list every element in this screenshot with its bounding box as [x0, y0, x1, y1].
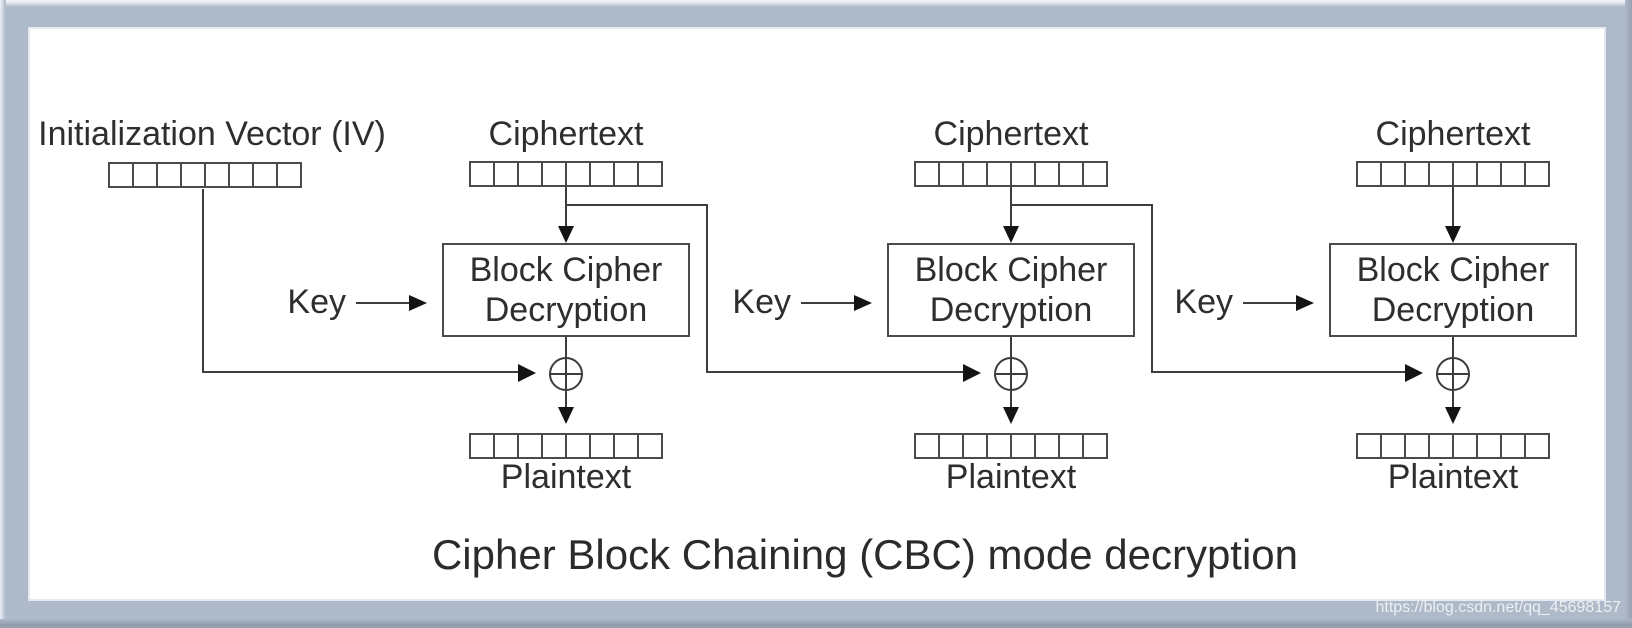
cell: [517, 163, 541, 185]
frame-bevel-top: [0, 0, 1632, 7]
cell: [916, 435, 938, 457]
cell: [180, 164, 204, 186]
iv-label: Initialization Vector (IV): [38, 115, 386, 153]
box1-line1: Block Cipher: [469, 251, 663, 289]
frame-bevel-left: [0, 0, 6, 628]
cell: [1404, 163, 1428, 185]
plaintext2-block: [914, 433, 1108, 459]
plaintext3-block: [1356, 433, 1550, 459]
cell: [132, 164, 156, 186]
ciphertext1-label: Ciphertext: [488, 115, 644, 153]
ciphertext3-block: [1356, 161, 1550, 187]
cell: [589, 163, 613, 185]
frame-bevel-bottom: [0, 619, 1632, 628]
cell: [1524, 435, 1548, 457]
ciphertext2-block: [914, 161, 1108, 187]
cell: [1428, 163, 1452, 185]
cell: [589, 435, 613, 457]
cell: [252, 164, 276, 186]
cell: [204, 164, 228, 186]
cell: [1524, 163, 1548, 185]
key3-label: Key: [1174, 283, 1233, 321]
cell: [1058, 163, 1082, 185]
cell: [1034, 435, 1058, 457]
box1-line2: Decryption: [484, 291, 648, 329]
cell: [1082, 435, 1106, 457]
cell: [493, 163, 517, 185]
cell: [1082, 163, 1106, 185]
cell: [1500, 163, 1524, 185]
cell: [1010, 163, 1034, 185]
cell: [916, 163, 938, 185]
cell: [962, 435, 986, 457]
block-cipher-decryption-box-1: Block Cipher Decryption: [442, 243, 690, 337]
box2-line1: Block Cipher: [914, 251, 1108, 289]
cell: [1476, 435, 1500, 457]
block-cipher-decryption-box-3: Block Cipher Decryption: [1329, 243, 1577, 337]
box3-line2: Decryption: [1371, 291, 1535, 329]
cell: [962, 163, 986, 185]
watermark-url: https://blog.csdn.net/qq_45698157: [1375, 599, 1621, 616]
cell: [938, 435, 962, 457]
cell: [276, 164, 300, 186]
cell: [613, 163, 637, 185]
cell: [471, 163, 493, 185]
box2-line2: Decryption: [929, 291, 1093, 329]
cell: [1380, 435, 1404, 457]
cell: [493, 435, 517, 457]
cell: [228, 164, 252, 186]
cell: [613, 435, 637, 457]
cell: [637, 435, 661, 457]
ciphertext3-label: Ciphertext: [1375, 115, 1531, 153]
frame-bevel-right: [1625, 0, 1632, 628]
key2-label: Key: [732, 283, 791, 321]
ciphertext1-block: [469, 161, 663, 187]
iv-block: [108, 162, 302, 188]
cell: [1034, 163, 1058, 185]
block-cipher-decryption-box-2: Block Cipher Decryption: [887, 243, 1135, 337]
cell: [1404, 435, 1428, 457]
cell: [1010, 435, 1034, 457]
key1-label: Key: [287, 283, 346, 321]
cell: [1476, 163, 1500, 185]
cell: [565, 163, 589, 185]
ciphertext2-label: Ciphertext: [933, 115, 1089, 153]
cell: [1380, 163, 1404, 185]
cell: [1428, 435, 1452, 457]
cell: [986, 163, 1010, 185]
figure-caption: Cipher Block Chaining (CBC) mode decrypt…: [431, 531, 1299, 578]
plaintext2-label: Plaintext: [945, 458, 1077, 496]
cell: [1500, 435, 1524, 457]
cell: [1058, 435, 1082, 457]
cell: [517, 435, 541, 457]
cell: [541, 435, 565, 457]
cell: [938, 163, 962, 185]
cell: [110, 164, 132, 186]
cell: [156, 164, 180, 186]
cell: [1452, 163, 1476, 185]
cell: [1358, 435, 1380, 457]
cell: [541, 163, 565, 185]
cell: [637, 163, 661, 185]
plaintext1-block: [469, 433, 663, 459]
cell: [1358, 163, 1380, 185]
plaintext1-label: Plaintext: [500, 458, 632, 496]
box3-line1: Block Cipher: [1356, 251, 1550, 289]
cell: [1452, 435, 1476, 457]
cell: [986, 435, 1010, 457]
plaintext3-label: Plaintext: [1387, 458, 1519, 496]
cell: [565, 435, 589, 457]
cell: [471, 435, 493, 457]
